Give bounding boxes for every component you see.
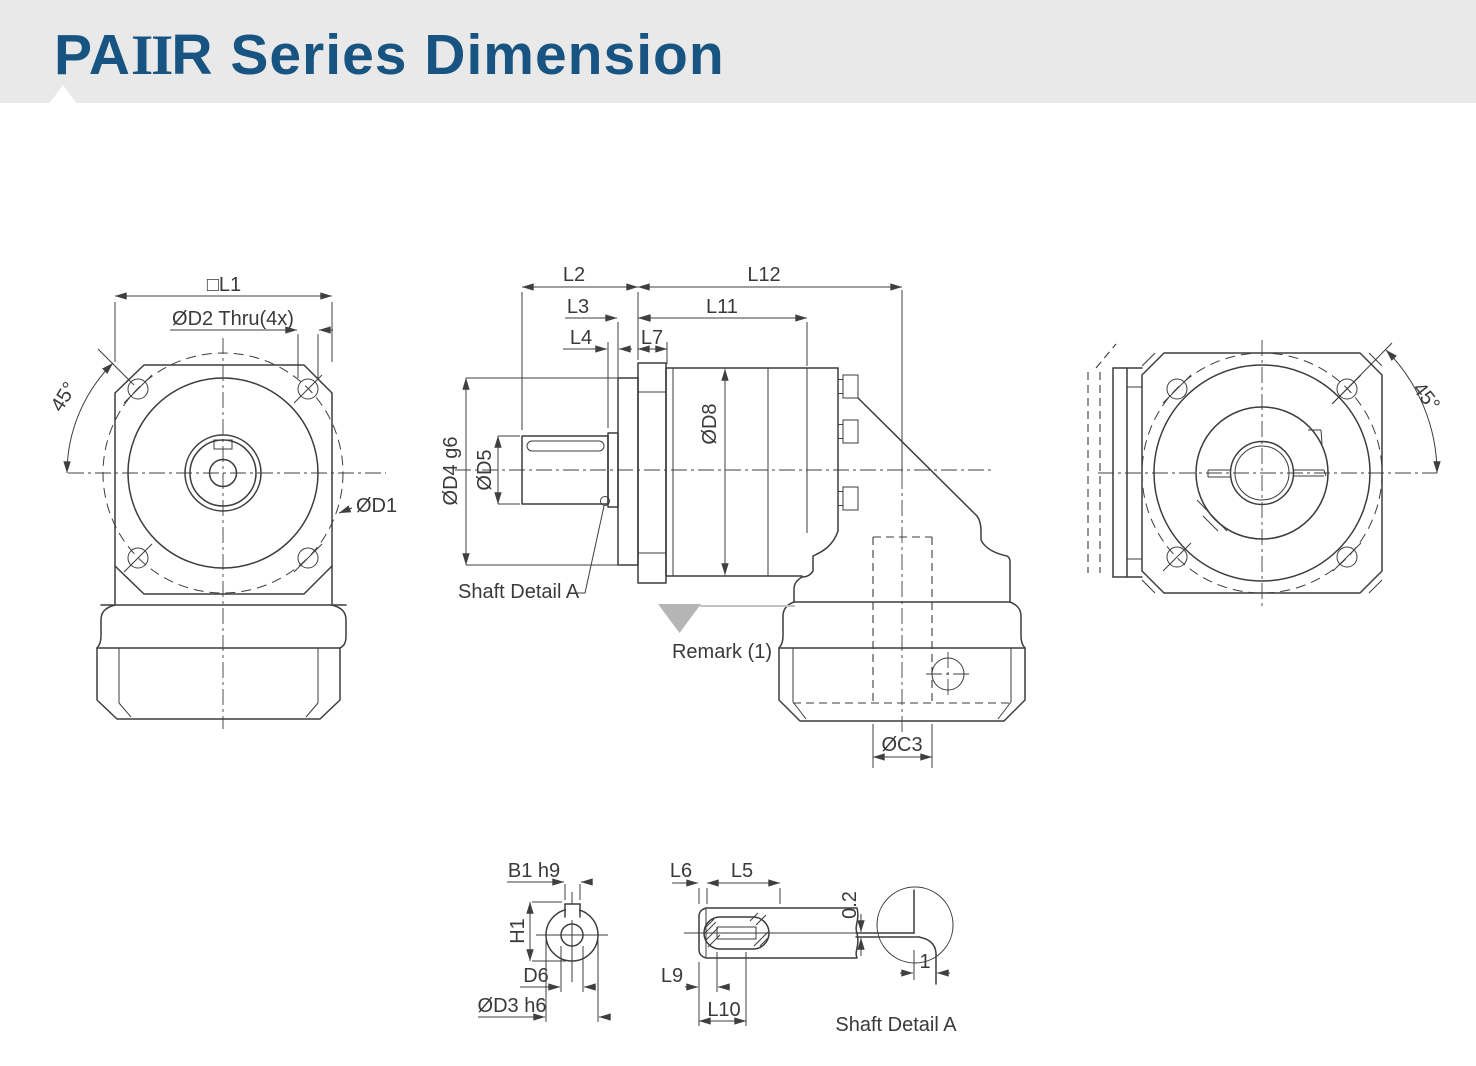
dim-label-step: 0.2 [839, 891, 861, 919]
shaft-detail-a-dimensions: 0.2 1 [839, 891, 950, 980]
side-keyway-slot [526, 440, 605, 452]
front-keyway-slot [213, 439, 233, 450]
label-remark: Remark (1) [672, 641, 772, 663]
rear-coupling-details [1196, 429, 1327, 532]
rear-view-outline [1087, 343, 1383, 594]
keyway-detail: L6 L5 L9 L10 [661, 860, 876, 1026]
page-title: PAIIR Series Dimension [54, 22, 725, 88]
rear-view-centerlines [1098, 340, 1437, 608]
side-view-centerlines [455, 290, 992, 734]
dim-label-l9: L9 [661, 965, 683, 987]
dim-label-d1: ØD1 [356, 495, 397, 517]
remark-triangle-icon [658, 604, 701, 633]
rear-view: 45° [1087, 340, 1444, 608]
dim-label-l6: L6 [670, 860, 692, 882]
side-view-dimensions: L2 L12 L3 L11 L4 L7 [440, 264, 933, 768]
dim-label-front-45deg: 45° [47, 378, 82, 415]
dim-label-d5: ØD5 [474, 449, 496, 490]
front-view: □L1 ØD2 Thru(4x) 45° ØD1 [47, 274, 397, 729]
dim-label-l12: L12 [747, 264, 780, 286]
dim-label-d8: ØD8 [699, 403, 721, 444]
shaft-detail-marker-circle [600, 496, 610, 506]
dim-label-width: 1 [919, 951, 930, 973]
shaft-section-detail: B1 h9 H1 D6 ØD3 h6 [478, 860, 611, 1022]
dim-label-d2: ØD2 Thru(4x) [172, 308, 294, 330]
rear-body-behind [1087, 343, 1143, 578]
dim-label-l10: L10 [707, 999, 740, 1021]
dim-label-l11: L11 [706, 296, 738, 318]
dim-label-b1: B1 h9 [508, 860, 560, 882]
dim-label-h1: H1 [507, 918, 529, 944]
header-band: PAIIR Series Dimension [0, 0, 1476, 103]
header-notch-triangle-icon [36, 85, 90, 121]
shaft-section-dimensions: B1 h9 H1 D6 ØD3 h6 [478, 860, 611, 1022]
title-prefix: PA [54, 23, 131, 87]
dim-label-d6: D6 [523, 965, 549, 987]
dim-label-d3: ØD3 h6 [478, 995, 547, 1017]
dim-label-l7: L7 [641, 327, 663, 349]
shaft-detail-a: 0.2 1 Shaft Detail A [835, 886, 957, 1036]
dim-label-l5: L5 [731, 860, 753, 882]
label-shaft-detail-pointer: Shaft Detail A [458, 581, 580, 603]
keyway-dimensions: L6 L5 L9 L10 [661, 860, 781, 1026]
side-view-outline [521, 362, 1026, 722]
dim-label-l3: L3 [567, 296, 589, 318]
front-view-outline [96, 352, 347, 720]
side-view-bolts [837, 374, 859, 511]
front-view-dimensions: □L1 ØD2 Thru(4x) 45° ØD1 [47, 274, 397, 517]
title-roman-numeral: II [130, 24, 173, 87]
dim-label-l2: L2 [563, 264, 585, 286]
dim-label-d4: ØD4 g6 [440, 437, 462, 506]
dim-label-l1: □L1 [207, 274, 241, 296]
front-bolt-holes [123, 374, 323, 573]
title-suffix: R Series Dimension [171, 23, 725, 87]
dim-label-c3: ØC3 [881, 734, 922, 756]
dim-label-l4: L4 [570, 327, 592, 349]
side-view: L2 L12 L3 L11 L4 L7 [440, 264, 1026, 768]
shaft-detail-a-caption: Shaft Detail A [835, 1014, 957, 1036]
keyway-hatching [703, 912, 770, 948]
dim-label-rear-45deg: 45° [1408, 378, 1444, 415]
front-view-centerlines [68, 338, 386, 729]
